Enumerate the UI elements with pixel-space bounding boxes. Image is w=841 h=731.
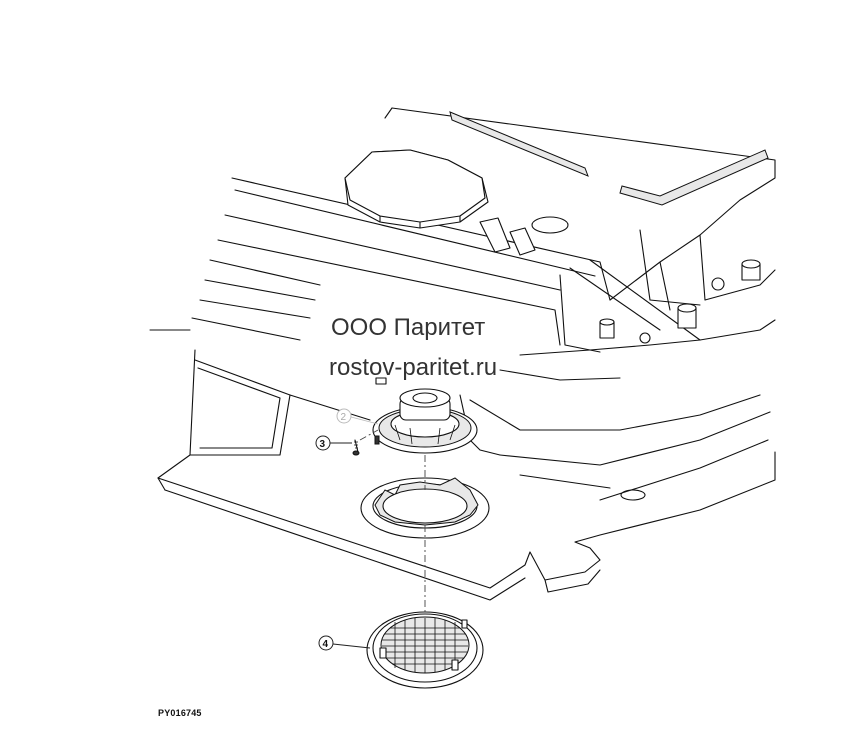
- grille-cover: [366, 611, 484, 689]
- roof-structure: [149, 107, 776, 381]
- callout-2: 2: [336, 408, 379, 425]
- callout-3-label: 3: [320, 439, 326, 450]
- screw: [352, 439, 360, 456]
- post-mid: [677, 303, 697, 329]
- post-left: [599, 318, 615, 339]
- headliner-panel: [157, 349, 776, 601]
- callout-2-label: 2: [341, 412, 347, 423]
- speaker: [372, 377, 478, 454]
- callout-4: 4: [318, 635, 371, 651]
- post-right: [741, 259, 761, 281]
- watermark-company: ООО Паритет: [331, 314, 486, 341]
- callout-4-label: 4: [323, 639, 329, 650]
- assembly-line-screw: [359, 429, 379, 441]
- callout-3: 3: [315, 435, 352, 451]
- watermark-site: rostov-paritet.ru: [329, 354, 498, 381]
- figure-id: PY016745: [158, 708, 202, 718]
